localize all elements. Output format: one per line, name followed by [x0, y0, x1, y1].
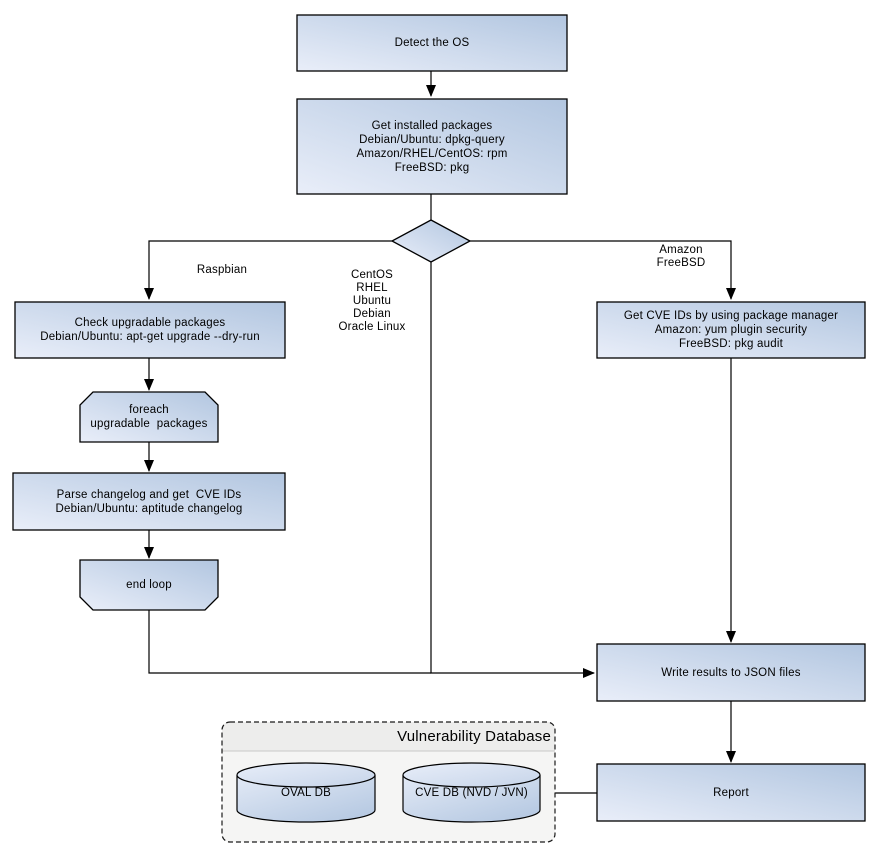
get-cve-ids-node	[596, 301, 866, 359]
get-installed-packages-node	[296, 98, 568, 195]
os-decision-diamond	[390, 219, 472, 263]
edge-endloop-to-write-results	[148, 610, 431, 674]
end-loop-node	[79, 559, 219, 611]
check-upgradable-node	[14, 301, 286, 359]
cve-db-cylinder	[402, 762, 541, 823]
report-node	[596, 763, 866, 822]
foreach-loop-begin-node	[79, 391, 219, 443]
oval-db-cylinder	[236, 762, 376, 823]
parse-changelog-node	[12, 472, 286, 531]
edge-decision-to-get-cve-ids	[470, 240, 736, 300]
detect-os-node	[296, 14, 568, 72]
edge-decision-to-check-upgradable	[144, 240, 392, 300]
database-header-band	[222, 722, 555, 751]
edge-decision-to-write-results	[430, 262, 595, 678]
write-results-node	[596, 643, 866, 702]
